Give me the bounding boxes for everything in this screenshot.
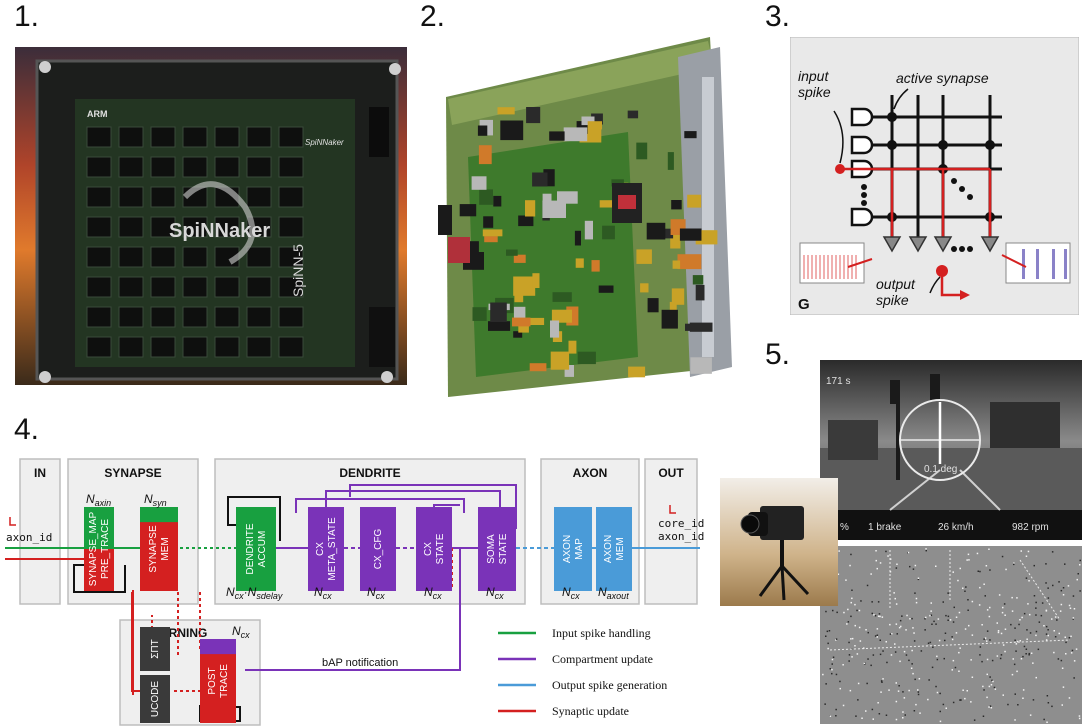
cx-meta-state-block: CXMETA_STATE <box>308 507 344 591</box>
spinnaker-small-logo: SpiNNaker <box>305 138 344 147</box>
soma-state-block: SOMASTATE <box>478 507 516 591</box>
sum-block-label: ΣΠT <box>150 639 161 659</box>
active-path <box>840 167 992 297</box>
axon-map-block-label: AXONMAP <box>562 535 585 563</box>
output-neurons <box>882 236 1000 253</box>
hud-percent: % <box>840 522 849 533</box>
core-pipeline-diagram: IN SYNAPSE DENDRITE AXON OUT LEARNING <box>5 458 704 726</box>
section-axon-title: AXON <box>573 466 608 480</box>
synapse-mem-block: SYNAPSEMEM <box>140 507 178 591</box>
bap-line <box>245 548 461 671</box>
legend-item: Input spike handling <box>498 626 651 640</box>
n-cx-label-4: Ncx <box>486 585 504 601</box>
n-syn-label: Nsyn <box>144 492 167 508</box>
legend-label: Compartment update <box>552 652 653 666</box>
legend-label: Output spike generation <box>552 678 667 692</box>
n-cx-label-1: Ncx <box>314 585 332 601</box>
output-spike-dot <box>936 265 948 277</box>
legend-label: Input spike handling <box>552 626 651 640</box>
legend-label: Synaptic update <box>552 704 629 718</box>
panel-4-number: 4. <box>14 413 40 446</box>
event-camera-figure: 171 s 0.1 deg % 1 brake 26 km/h 982 rpm <box>720 360 1082 724</box>
bap-notification-label: bAP notification <box>322 657 398 669</box>
spinnaker-logo-text: SpiNNaker <box>169 220 270 242</box>
synapse-map-block-label: SYNAPSE_MAPPRE_TRACE <box>88 511 111 586</box>
synapse-dots <box>861 112 995 252</box>
panel-1-number: 1. <box>14 0 40 33</box>
axon-id-out-label: axon_id <box>658 530 704 543</box>
input-spike-train <box>799 242 865 284</box>
hud-rpm: 982 rpm <box>1012 522 1049 533</box>
section-out-title: OUT <box>658 466 684 480</box>
core-id-label: core_id <box>658 517 704 530</box>
hud-angle: 0.1 deg <box>924 464 957 475</box>
cx-state-block: CXSTATE <box>416 507 452 591</box>
n-cx-sdelay-label: Ncx·Nsdelay <box>226 585 283 601</box>
legend-item: Synaptic update <box>498 704 629 718</box>
section-in <box>19 458 61 605</box>
synapse-map-block: SYNAPSE_MAPPRE_TRACE <box>84 507 114 591</box>
legend-item: Compartment update <box>498 652 653 666</box>
panel-2-number: 2. <box>420 0 446 33</box>
active-synapse-label: active synapse <box>896 70 989 86</box>
spike-icon-out <box>669 505 676 514</box>
arm-logo: ARM <box>87 109 108 119</box>
dashcam-frame: 171 s 0.1 deg % 1 brake 26 km/h 982 rpm <box>820 360 1082 540</box>
cx-meta-state-block-label: CXMETA_STATE <box>315 517 338 581</box>
post-trace-block-label: POSTTRACE <box>207 664 230 698</box>
output-spike-train <box>1005 242 1071 284</box>
spinnaker-board-photo: SpiNNaker SpiNN-5 ARM SpiNNaker <box>15 47 407 385</box>
n-cx-label-3: Ncx <box>424 585 442 601</box>
dendrite-accum-block: DENDRITEACCUM <box>236 507 276 591</box>
synapse-mem-block-label: SYNAPSEMEM <box>148 525 171 573</box>
board-corner-screws <box>39 61 401 383</box>
axon-id-in-label: axon_id <box>6 531 52 544</box>
sum-block: ΣΠT <box>140 627 170 671</box>
corner-label: G <box>798 296 810 313</box>
soma-state-block-label: SOMASTATE <box>486 533 509 564</box>
panel-3-number: 3. <box>765 0 791 33</box>
input-spike-dot <box>835 164 845 174</box>
event-frame <box>820 546 1082 724</box>
n-cx-learning-label: Ncx <box>232 624 250 640</box>
hud-time: 171 s <box>826 376 850 387</box>
camera-photo <box>720 478 838 606</box>
section-in-title: IN <box>34 466 46 480</box>
axon-mem-block: AXONMEM <box>596 507 632 591</box>
cx-state-block-label: CXSTATE <box>423 533 446 564</box>
post-trace-block: POSTTRACE <box>200 639 236 723</box>
section-dendrite-title: DENDRITE <box>339 466 400 480</box>
ucode-block: UCODE <box>140 675 170 723</box>
section-out <box>644 458 698 605</box>
hud-speed: 26 km/h <box>938 522 974 533</box>
section-synapse-title: SYNAPSE <box>104 466 161 480</box>
wafer-module-photo <box>438 37 732 397</box>
cx-cfg-block-label: CX_CFG <box>373 528 384 569</box>
axon-mem-block-label: AXONMEM <box>603 535 626 563</box>
n-cx-label-5: Ncx <box>562 585 580 601</box>
n-axout-label: Naxout <box>598 585 629 601</box>
spinn5-label: SpiNN-5 <box>290 244 306 297</box>
hud-brake: 1 brake <box>868 522 902 533</box>
cx-cfg-block: CX_CFG <box>360 507 396 591</box>
legend-item: Output spike generation <box>498 678 667 692</box>
n-cx-label-2: Ncx <box>367 585 385 601</box>
panel-5-number: 5. <box>765 338 791 371</box>
spike-icon-in <box>9 517 16 526</box>
n-axin-label: Naxin <box>86 492 111 508</box>
ucode-block-label: UCODE <box>150 681 161 717</box>
dendrite-accum-block-label: DENDRITEACCUM <box>245 523 268 574</box>
axon-map-block: AXONMAP <box>554 507 592 591</box>
